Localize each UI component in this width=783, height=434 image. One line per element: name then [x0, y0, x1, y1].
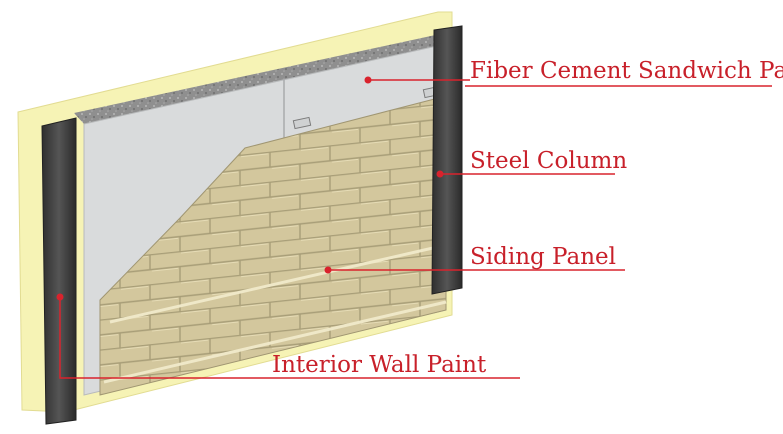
callout-label-steel-column: Steel Column [470, 148, 627, 174]
siding-joint [103, 300, 447, 384]
steel-column-right [431, 25, 463, 295]
callout-fiber-cement: Fiber Cement Sandwich Panel [364, 58, 783, 87]
callout-label-fiber-cement: Fiber Cement Sandwich Panel [470, 58, 783, 84]
callout-siding-panel: Siding Panel [324, 244, 625, 274]
steel-column-left [41, 117, 77, 425]
siding-joint [109, 243, 447, 324]
callout-label-interior-paint: Interior Wall Paint [272, 352, 487, 378]
callout-interior-paint: Interior Wall Paint [56, 293, 520, 379]
mounting-clip [292, 116, 312, 130]
callout-steel-column: Steel Column [436, 148, 627, 178]
insulation-core-strip [74, 34, 446, 124]
callout-label-siding-panel: Siding Panel [470, 244, 616, 270]
